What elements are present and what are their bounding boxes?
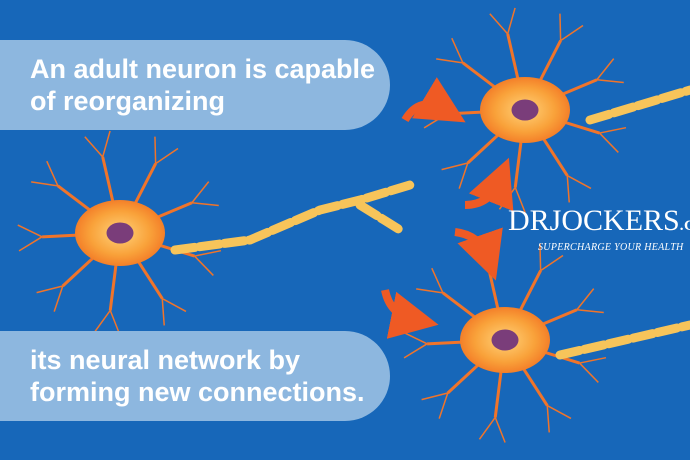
headline-pill: An adult neuron is capable of reorganizi… xyxy=(0,40,390,130)
axon xyxy=(585,85,690,125)
arrow-icon xyxy=(454,227,503,281)
subline-line-2: forming new connections. xyxy=(30,377,365,407)
headline-line-2: of reorganizing xyxy=(30,86,225,116)
neuron-cell xyxy=(422,7,627,213)
subline-line-1: its neural network by xyxy=(30,345,301,375)
subline-pill: its neural network by forming new connec… xyxy=(0,331,390,421)
axon xyxy=(555,320,690,360)
arrow-icons xyxy=(381,77,514,339)
drjockers-logo: DRJOCKERS.COM SUPERCHARGE YOUR HEALTH xyxy=(508,206,690,254)
axon xyxy=(355,200,405,235)
arrow-icon xyxy=(401,77,466,123)
arrow-icon xyxy=(381,289,439,339)
neuron-cell xyxy=(17,130,222,336)
arrow-icon xyxy=(464,157,514,212)
nucleus xyxy=(106,222,134,244)
headline-line-1: An adult neuron is capable xyxy=(30,54,376,84)
logo-tagline: SUPERCHARGE YOUR HEALTH xyxy=(538,242,684,253)
neuron-cell xyxy=(402,237,607,443)
nucleus xyxy=(511,99,539,121)
logo-suffix: .COM xyxy=(679,218,690,234)
logo-name: DRJOCKERS xyxy=(508,204,680,237)
axon xyxy=(170,180,415,255)
nucleus xyxy=(491,329,519,351)
